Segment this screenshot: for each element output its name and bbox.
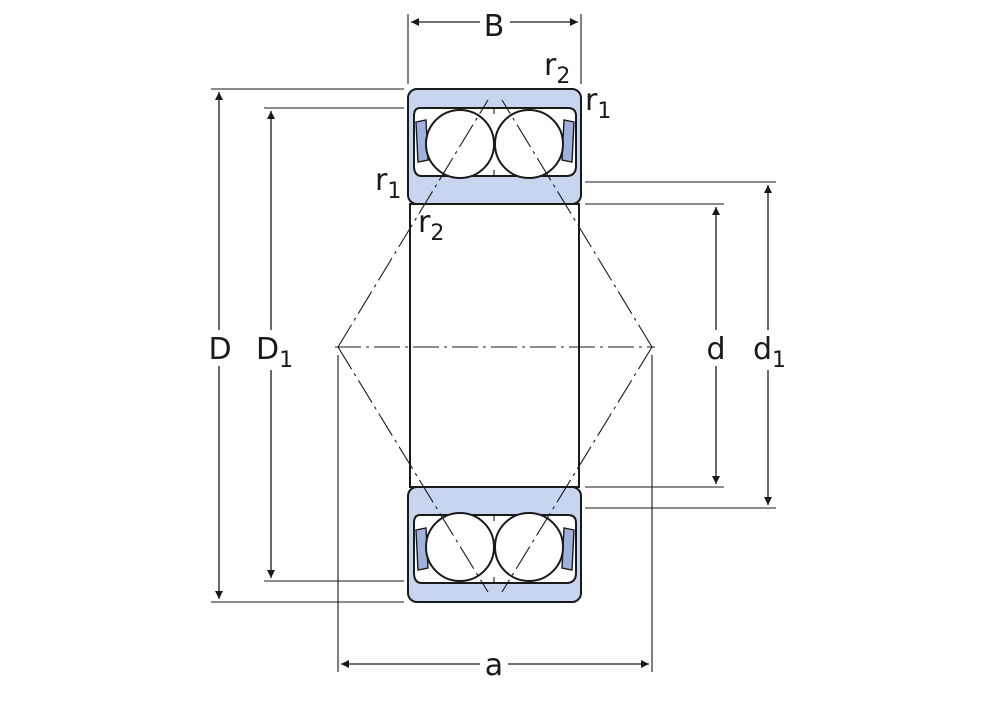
label-a: a [485, 648, 503, 683]
bore-region [409, 203, 580, 488]
label-D1: D1 [256, 332, 293, 373]
seal-top-right [561, 119, 575, 163]
contact-lines [335, 99, 655, 593]
seal-top-left [415, 119, 429, 163]
label-d: d [706, 332, 725, 367]
label-r1-left: r1 [375, 163, 401, 204]
bearing-cross-section [407, 88, 582, 603]
label-D: D [208, 332, 231, 367]
label-B: B [484, 9, 505, 44]
seal-bottom-left [415, 527, 429, 571]
label-r2-left: r2 [418, 205, 444, 246]
seal-bottom-right [561, 527, 575, 571]
label-d1: d1 [753, 332, 786, 373]
ball-top-left [425, 109, 495, 179]
labels: B D D1 d d1 a r2 r1 r1 r2 [206, 8, 790, 683]
label-r2-top: r2 [544, 48, 570, 89]
label-r1-top: r1 [585, 83, 611, 124]
extension-lines [211, 14, 776, 672]
